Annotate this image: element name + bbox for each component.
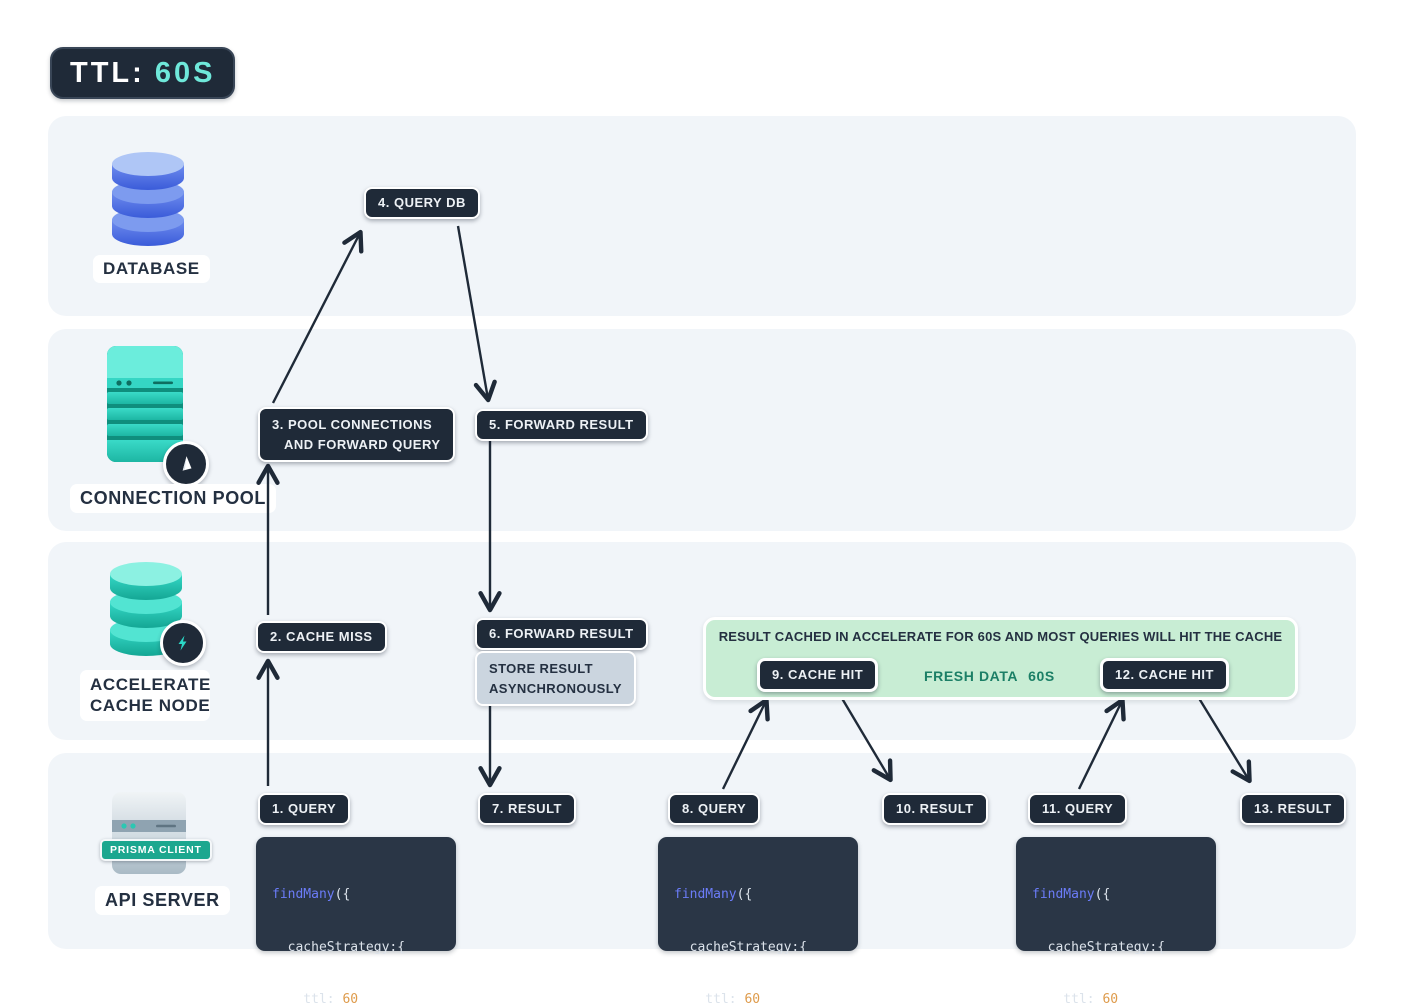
step-3-line1: 3. POOL CONNECTIONS [272,417,433,432]
step-12-cache-hit: 12. CACHE HIT [1100,658,1229,693]
connection-pool-server-icon [107,346,183,462]
step-9-cache-hit: 9. CACHE HIT [757,658,879,693]
accelerate-label-line1: ACCELERATE [90,675,211,694]
ttl-value: 60S [154,56,216,89]
connection-pool-label: CONNECTION POOL [70,484,277,513]
cache-note: RESULT CACHED IN ACCELERATE FOR 60S AND … [703,617,1298,700]
step-1-query: 1. QUERY [258,793,351,826]
fresh-data-text: FRESH DATA [924,668,1019,684]
ttl-label: TTL: [70,56,145,89]
prisma-logo-badge [163,441,209,487]
step-5-forward-result: 5. FORWARD RESULT [475,409,648,442]
code-line: findMany({ [272,887,351,902]
code-line: cacheStrategy:{ [272,939,406,955]
store-result-line1: STORE RESULT [489,661,593,676]
code-line: cacheStrategy:{ [1032,939,1166,955]
step-13-result: 13. RESULT [1240,793,1346,826]
store-result-note: STORE RESULT ASYNCHRONOUSLY [475,651,636,706]
prisma-logo-icon [182,456,192,471]
step-3-line2: AND FORWARD QUERY [284,436,441,452]
step-8-query: 8. QUERY [668,793,761,826]
api-server-label: API SERVER [95,886,230,915]
accelerate-label-line2: CACHE NODE [90,696,211,716]
code-line: findMany({ [674,887,753,902]
lane-database [48,116,1356,316]
ttl-badge: TTL: 60S [50,47,236,99]
store-result-line2: ASYNCHRONOUSLY [489,680,622,696]
code-line: ttl: 60 [1032,992,1119,1007]
fresh-data-label: FRESH DATA 60S [924,668,1055,684]
code-block-query8: findMany({ cacheStrategy:{ ttl: 60 } }) [658,837,858,1007]
step-11-query: 11. QUERY [1028,793,1128,826]
lightning-bolt-icon [178,635,187,651]
step-6-forward-result: 6. FORWARD RESULT [475,618,648,651]
database-icon [112,152,184,246]
accelerate-cache-node-label: ACCELERATE CACHE NODE [80,670,210,721]
accelerate-cache-node-icon [110,562,182,656]
code-line: ttl: 60 [674,992,761,1007]
cache-note-title: RESULT CACHED IN ACCELERATE FOR 60S AND … [718,629,1283,644]
code-block-query11: findMany({ cacheStrategy:{ ttl: 60 } }) [1016,837,1216,1007]
step-7-result: 7. RESULT [478,793,576,826]
code-line: cacheStrategy:{ [674,939,808,955]
prisma-client-badge: PRISMA CLIENT [100,839,212,861]
code-line: ttl: 60 [272,992,359,1007]
fresh-data-value: 60S [1028,668,1055,684]
step-10-result: 10. RESULT [882,793,988,826]
api-server-icon [112,792,186,874]
step-2-cache-miss: 2. CACHE MISS [256,621,387,654]
code-block-query1: findMany({ cacheStrategy:{ ttl: 60 } }) [256,837,456,1007]
step-4-query-db: 4. QUERY DB [364,187,480,220]
step-3-pool-connections: 3. POOL CONNECTIONS AND FORWARD QUERY [258,407,455,462]
code-line: findMany({ [1032,887,1111,902]
database-label: DATABASE [93,255,210,283]
lightning-badge [160,620,206,666]
